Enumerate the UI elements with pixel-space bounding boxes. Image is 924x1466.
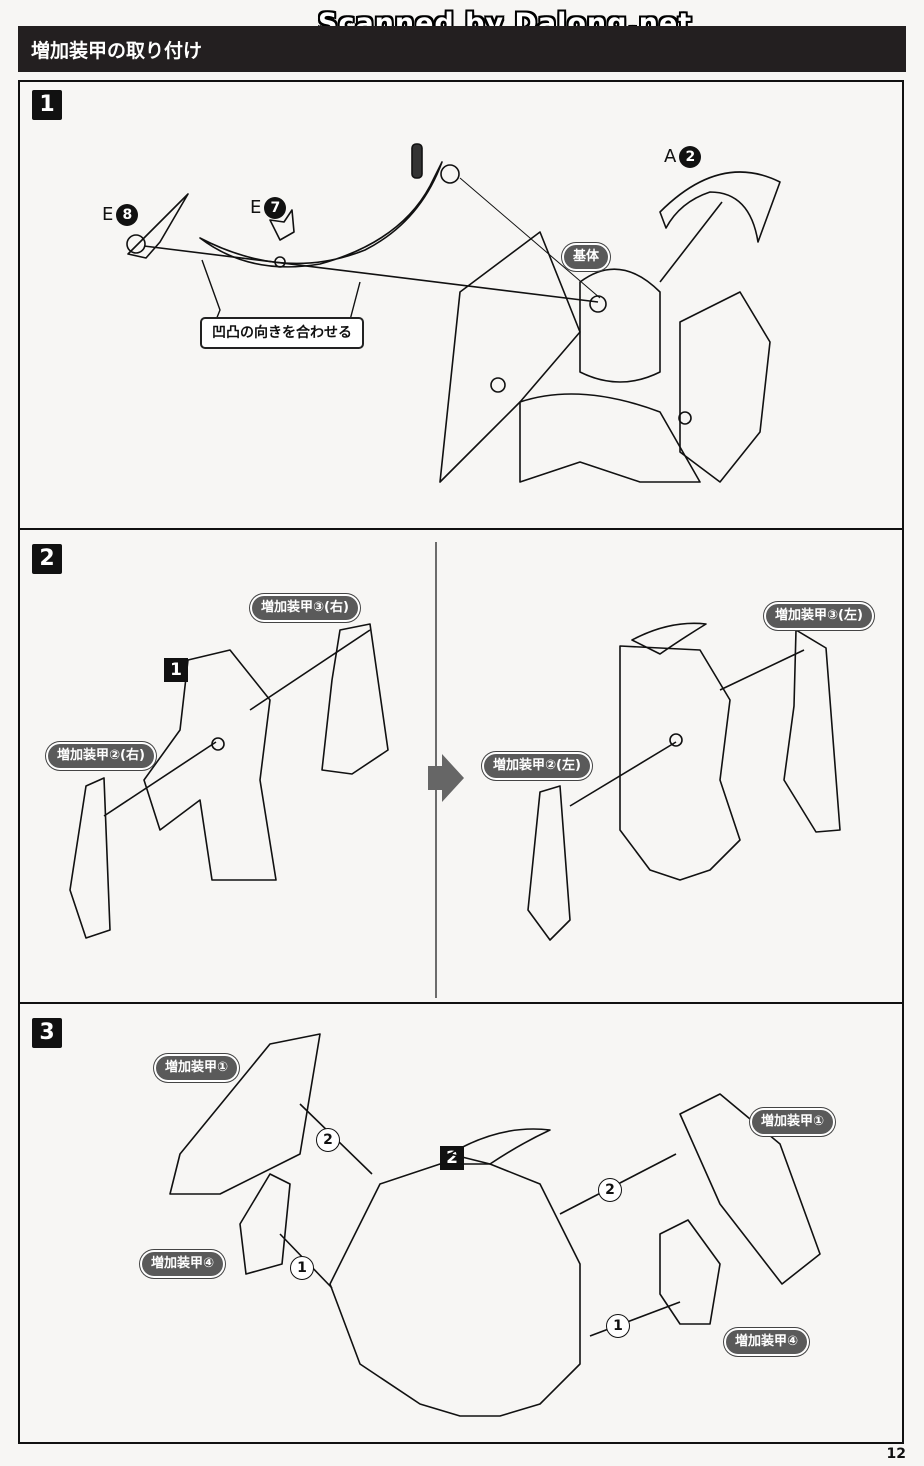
armor-3-left [783, 629, 841, 833]
step-number-badge: 3 [32, 1018, 62, 1048]
part-e7-crest [199, 161, 443, 268]
part-e8-spike [127, 193, 189, 259]
robot-left-wing [439, 231, 581, 483]
label-armor-3-right: 増加装甲③(右) [252, 596, 358, 620]
robot-head [579, 268, 661, 383]
armor-4-right [659, 1219, 721, 1325]
alignment-note: 凹凸の向きを合わせる [200, 317, 364, 349]
step-number-badge: 2 [32, 544, 62, 574]
armor-2-right [69, 777, 111, 939]
robot-left-arm [619, 645, 741, 881]
part-a2-visor [659, 171, 781, 243]
section-header: 増加装甲の取り付け [18, 26, 906, 72]
part-number: 2 [679, 146, 702, 168]
armor-1-left [169, 1033, 321, 1195]
part-number: 7 [264, 197, 287, 219]
order-step-circle: 1 [606, 1314, 630, 1338]
order-step-circle: 2 [316, 1128, 340, 1152]
step-3-panel: 3 2 2 1 2 1 増加装甲① 増加装甲④ 増加装甲① 増加装甲④ [18, 1002, 904, 1444]
robot-body [329, 1163, 581, 1417]
order-step-circle: 2 [598, 1178, 622, 1202]
reference-step-badge: 2 [440, 1146, 464, 1170]
label-armor-4-right: 増加装甲④ [726, 1330, 808, 1354]
step-2-illustration [69, 542, 841, 998]
reference-step-badge: 1 [164, 658, 188, 682]
step-1-panel: 1 [18, 80, 904, 530]
step-2-panel: 2 1 増加装甲③(右) 増加 [18, 528, 904, 1004]
part-e8-socket [126, 234, 146, 254]
section-title: 増加装甲の取り付け [31, 40, 203, 62]
label-armor-1-left: 増加装甲① [156, 1056, 238, 1080]
part-number: 8 [116, 204, 139, 226]
part-letter: E [102, 204, 114, 225]
label-armor-4-left: 増加装甲④ [142, 1252, 224, 1276]
page-number: 12 [886, 1446, 906, 1462]
step-1-illustration [126, 143, 781, 483]
label-armor-1-right: 増加装甲① [752, 1110, 834, 1134]
next-arrow [428, 754, 464, 802]
label-armor-3-left: 増加装甲③(左) [766, 604, 872, 628]
armor-4-left [239, 1173, 291, 1275]
armor-2-left [527, 785, 571, 941]
robot-right-wing [679, 291, 771, 483]
step-3-illustration [169, 1033, 821, 1417]
step-number-badge: 1 [32, 90, 62, 120]
robot-right-arm [143, 649, 277, 881]
base-label-pill: 基体 [564, 245, 609, 269]
part-letter: E [250, 197, 262, 218]
robot-crest [449, 1128, 551, 1165]
armor-1-right [679, 1093, 821, 1285]
part-letter: A [664, 146, 677, 167]
label-armor-2-right: 増加装甲②(右) [48, 744, 154, 768]
label-armor-2-left: 増加装甲②(左) [484, 754, 590, 778]
order-step-circle: 1 [290, 1256, 314, 1280]
armor-3-right [321, 623, 389, 775]
